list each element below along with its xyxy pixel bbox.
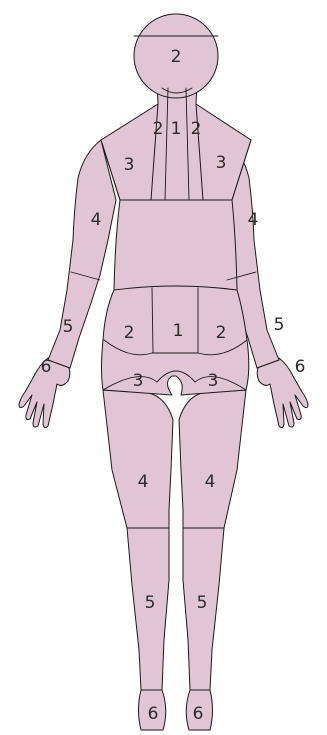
label-shoulder-left: 3	[124, 155, 135, 175]
label-hand-left: 6	[41, 357, 52, 377]
label-neck-left: 2	[153, 119, 164, 139]
figure-silhouette	[19, 14, 308, 730]
label-abdomen-right: 2	[216, 323, 227, 343]
label-abdomen-center: 1	[173, 321, 184, 341]
label-hand-right: 6	[295, 357, 306, 377]
label-forearm-left: 5	[63, 317, 74, 337]
label-thigh-left: 4	[138, 472, 149, 492]
label-upper-arm-left: 4	[91, 210, 102, 230]
label-foot-left: 6	[148, 704, 159, 724]
label-forearm-right: 5	[274, 315, 285, 335]
label-foot-right: 6	[193, 704, 204, 724]
label-head: 2	[171, 47, 182, 67]
label-neck-center: 1	[171, 119, 182, 139]
label-lower-leg-left: 5	[145, 593, 156, 613]
label-thigh-right: 4	[205, 472, 216, 492]
label-shoulder-right: 3	[216, 153, 227, 173]
label-neck-right: 2	[191, 119, 202, 139]
label-hip-right: 3	[208, 371, 219, 391]
label-hip-left: 3	[133, 371, 144, 391]
neck	[151, 84, 203, 200]
left-leg	[103, 390, 173, 730]
label-upper-arm-right: 4	[248, 210, 259, 230]
label-lower-leg-right: 5	[197, 593, 208, 613]
right-leg	[179, 390, 246, 730]
label-abdomen-left: 2	[124, 323, 135, 343]
